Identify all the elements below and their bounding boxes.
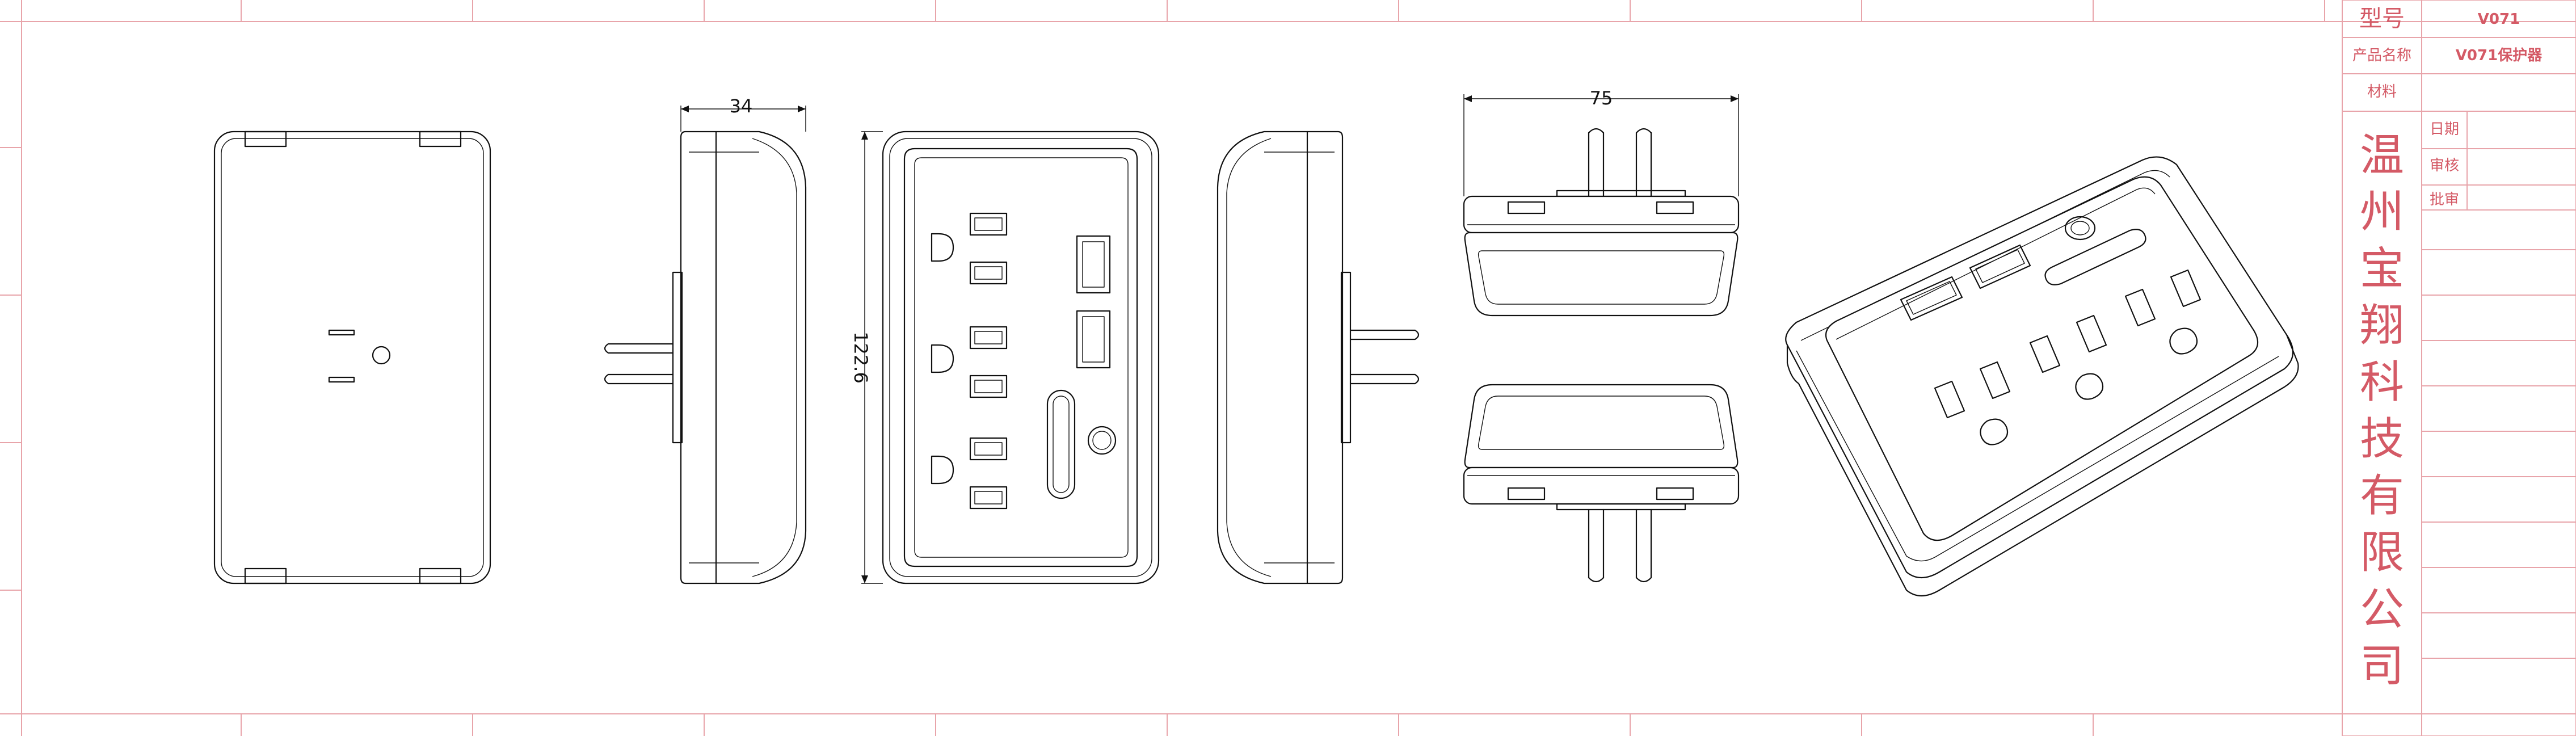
- company-char-1: 温: [2360, 130, 2404, 181]
- company-char-3: 宝: [2360, 243, 2404, 295]
- dimension-label-height: 122.6: [850, 331, 872, 384]
- company-char-5: 科: [2360, 357, 2404, 408]
- company-char-8: 限: [2360, 527, 2404, 578]
- dimension-label-side-width: 34: [730, 95, 753, 117]
- company-char-2: 州: [2360, 187, 2404, 238]
- material-label: 材料: [2367, 83, 2397, 100]
- model-label: 型号: [2359, 6, 2405, 32]
- title-block: 型号 V071 产品名称 V071保护器 材料 日期 审核 批审 温 州 宝 翔…: [2342, 0, 2576, 736]
- right-side-view: [1217, 131, 1420, 584]
- front-view: [882, 131, 1160, 584]
- company-char-10: 司: [2360, 641, 2404, 692]
- product-name-label: 产品名称: [2352, 47, 2411, 64]
- review-label: 审核: [2430, 157, 2459, 174]
- bottom-view: [1463, 384, 1740, 583]
- company-char-4: 翔: [2360, 300, 2404, 351]
- isometric-view: [1785, 156, 2299, 596]
- product-name-value: V071保护器: [2456, 47, 2543, 64]
- date-label: 日期: [2430, 121, 2459, 138]
- dimension-top-width: 75: [1463, 87, 1739, 196]
- company-char-6: 技: [2360, 414, 2404, 465]
- back-view: [213, 131, 491, 584]
- dimension-label-top-width: 75: [1590, 87, 1613, 109]
- top-view: [1463, 128, 1740, 317]
- model-value: V071: [2478, 11, 2520, 28]
- company-char-9: 公: [2360, 584, 2404, 635]
- dimension-height: 122.6: [850, 131, 883, 584]
- approve-label: 批审: [2430, 191, 2459, 208]
- company-char-7: 有: [2360, 470, 2404, 521]
- dimension-side-width: 34: [680, 95, 806, 132]
- left-side-view: [604, 131, 807, 584]
